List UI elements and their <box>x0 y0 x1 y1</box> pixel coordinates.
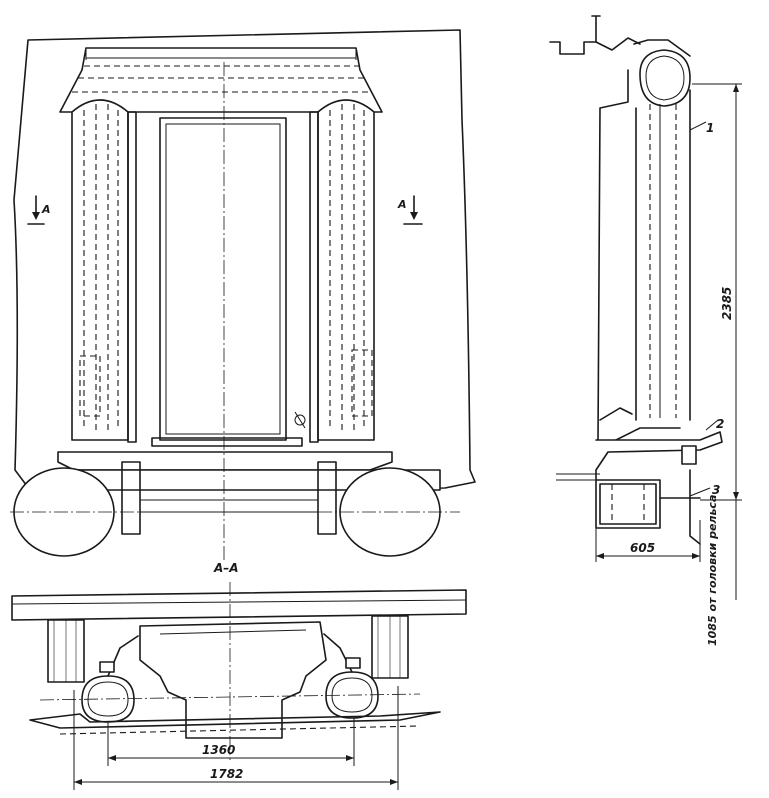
dim-rail-note: 1085 от головки рельса <box>706 495 719 646</box>
dim-outer-label: 1782 <box>210 767 243 781</box>
callout-1: 1 <box>706 121 714 135</box>
air-spring-top <box>639 49 691 107</box>
section-top-beam <box>11 589 467 621</box>
section-title: A–A <box>213 561 239 575</box>
section-lower-plate <box>29 711 441 729</box>
section-central-body <box>139 621 327 739</box>
dim-height-label: 2385 <box>720 287 734 320</box>
dim-depth-label: 605 <box>630 541 655 555</box>
callout-2: 2 <box>716 417 724 431</box>
side-view: 1 2 3 2385 605 1085 от головки рельса <box>549 15 742 646</box>
top-bracket <box>549 15 601 55</box>
side-frame <box>597 69 681 446</box>
right-pillar <box>317 99 375 441</box>
section-view: A–A <box>11 561 467 790</box>
section-letter-right: A <box>397 198 407 211</box>
callout-3: 3 <box>712 483 720 497</box>
section-mark-right: A <box>397 195 423 225</box>
central-door <box>159 117 287 441</box>
front-view: A A <box>10 29 476 560</box>
section-mark-left: A <box>27 195 51 225</box>
dim-inner-label: 1360 <box>202 743 235 757</box>
car-body-outline <box>13 29 476 491</box>
section-letter-left: A <box>41 203 51 216</box>
bolster <box>57 451 393 471</box>
